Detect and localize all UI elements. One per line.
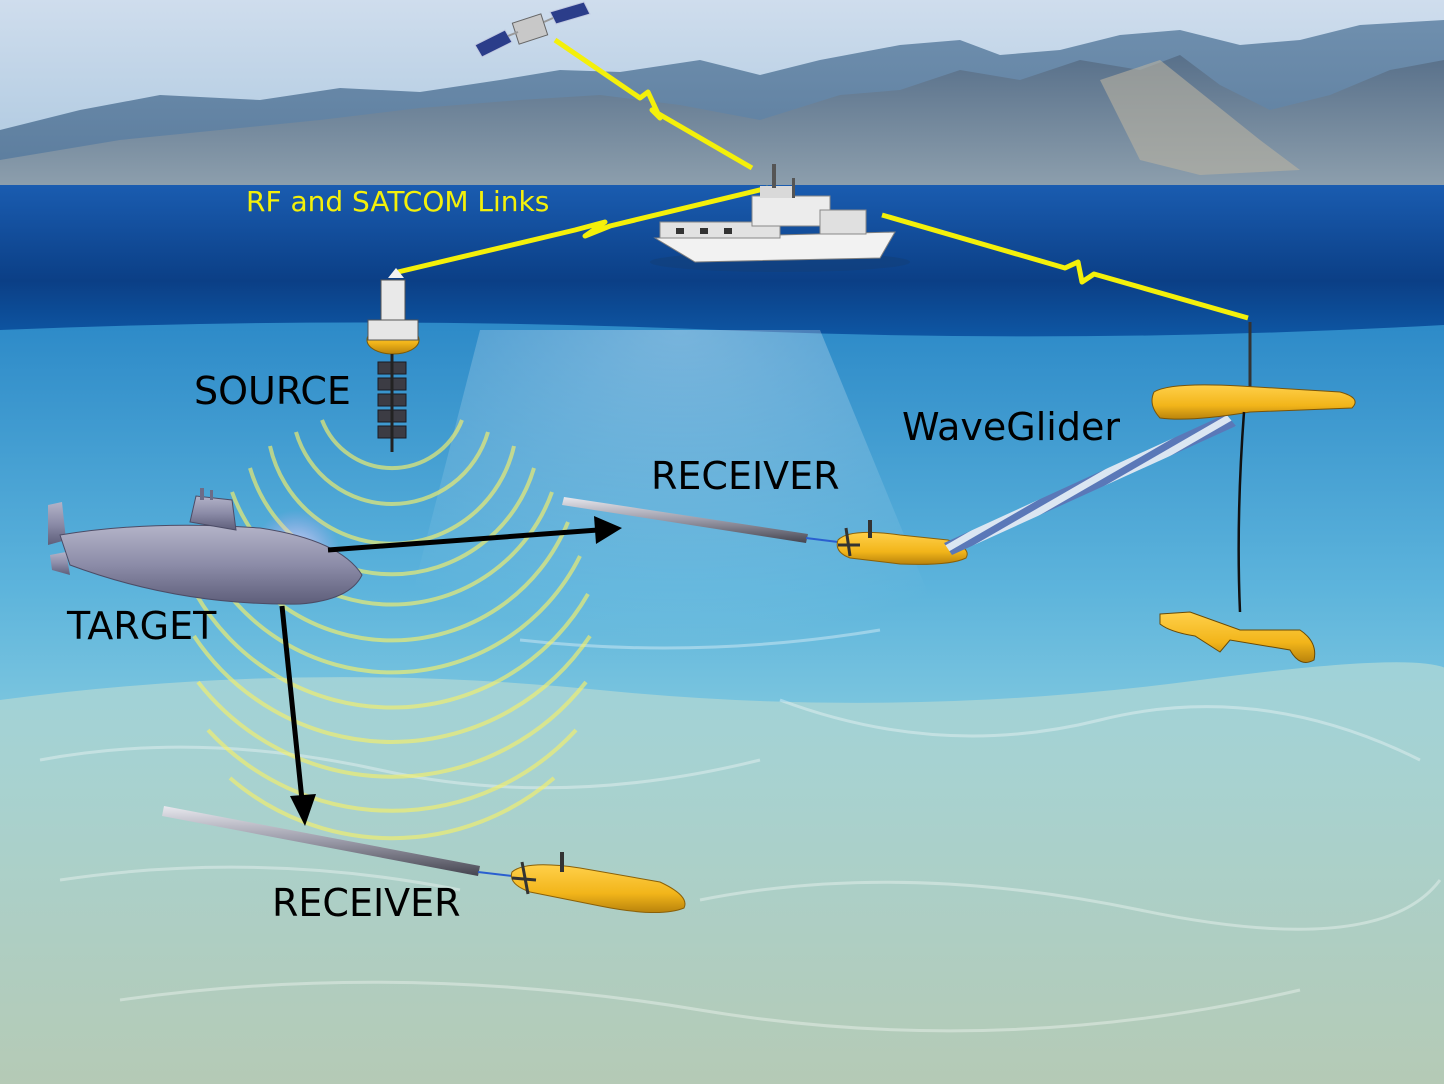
- satellite: [474, 1, 591, 58]
- satellite-link: [553, 37, 754, 171]
- submarine-target: [48, 488, 363, 605]
- mountains-near: [0, 55, 1444, 190]
- echo-arrow-lower: [279, 605, 305, 801]
- receiver-upper: [562, 497, 968, 565]
- receiver-upper-label: RECEIVER: [651, 454, 840, 498]
- target-label: TARGET: [67, 604, 217, 648]
- echo-arrow-upper-head: [594, 516, 622, 544]
- source-link: [397, 185, 769, 275]
- waveglider-label: WaveGlider: [902, 405, 1120, 449]
- waveglider-acoustic-link: [944, 414, 1236, 555]
- research-ship: [650, 164, 910, 272]
- links-label: RF and SATCOM Links: [246, 185, 550, 218]
- cliff-face: [1100, 60, 1300, 175]
- waveglider-link: [881, 212, 1249, 321]
- echo-arrow-upper: [327, 527, 599, 553]
- source-buoy: [366, 268, 420, 452]
- receiver-lower: [162, 806, 686, 913]
- echo-arrows: [279, 516, 622, 826]
- source-label: SOURCE: [194, 369, 351, 413]
- rf-satcom-links: [397, 37, 1249, 321]
- seabed-ripples: [39, 628, 1442, 1033]
- waveglider: [1151, 322, 1356, 663]
- echo-arrow-lower-head: [290, 794, 316, 826]
- seabed: [0, 662, 1444, 1084]
- receiver-lower-label: RECEIVER: [272, 881, 461, 925]
